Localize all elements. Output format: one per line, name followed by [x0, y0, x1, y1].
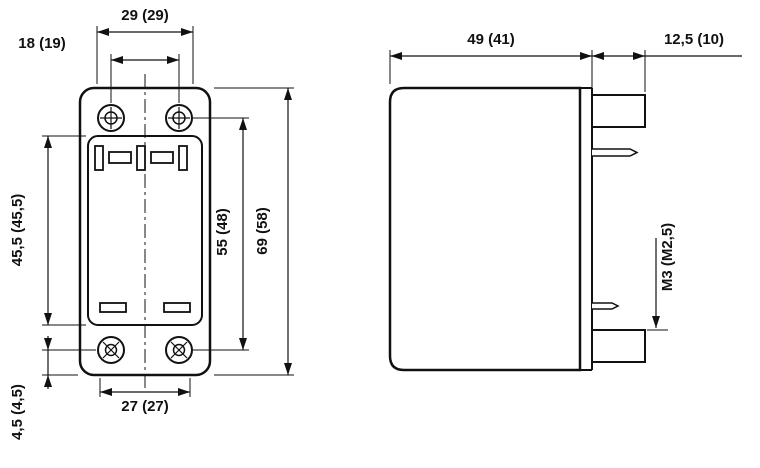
dim-label-recess-height: 45,5 (45,5) [9, 194, 26, 267]
side-view: 49 (41) 12,5 (10) M3 (M2,5) [388, 31, 742, 372]
mounting-screw-top-left [97, 104, 125, 132]
dim-label-vertical-spacing: 55 (48) [214, 208, 231, 256]
mounting-screw-bottom-left [97, 336, 125, 364]
dim-overall-height: 69 (58) [214, 87, 294, 376]
connector-recess [87, 135, 203, 326]
face-edge-caps [580, 87, 592, 371]
terminal-slot [178, 145, 188, 171]
terminal-slot [99, 302, 127, 313]
dim-label-hole-spacing: 18 (19) [18, 35, 66, 52]
side-body-outline [388, 86, 582, 372]
dim-top-width: 29 (29) [96, 7, 194, 84]
solder-pin-top [592, 148, 639, 157]
mounting-screw-top-right [165, 104, 193, 132]
terminal-slot [150, 151, 174, 164]
terminal-slots-top [94, 145, 188, 171]
dim-thread-spec: M3 (M2,5) [647, 223, 676, 331]
terminal-block-top [591, 94, 646, 128]
dim-bottom-offset: 4,5 (4,5) [9, 336, 96, 440]
dim-label-bottom-offset: 4,5 (4,5) [9, 384, 26, 440]
front-view: 29 (29) 18 (19) 45,5 (45,5) 4,5 (4,5) [9, 7, 294, 440]
dim-label-thread: M3 (M2,5) [659, 223, 676, 291]
terminal-slots-bottom [99, 302, 191, 313]
terminal-slot [136, 145, 146, 171]
dim-hole-spacing-horizontal: 18 (19) [18, 35, 180, 103]
terminal-slot [108, 151, 132, 164]
dim-hole-spacing-vertical: 55 (48) [193, 117, 249, 351]
dim-terminal-length: 12,5 (10) [592, 31, 742, 92]
terminal-slot [94, 145, 104, 171]
dim-label-body-depth: 49 (41) [467, 31, 515, 48]
dim-label-terminal-length: 12,5 (10) [664, 31, 724, 48]
dim-bottom-width: 27 (27) [99, 378, 191, 415]
terminal-block-bottom [591, 329, 646, 363]
dim-label-bottom-width: 27 (27) [121, 398, 169, 415]
terminal-slot [163, 302, 191, 313]
mounting-screw-bottom-right [165, 336, 193, 364]
dim-body-depth: 49 (41) [389, 31, 593, 91]
dim-label-top-width: 29 (29) [121, 7, 169, 24]
dim-recess-height: 45,5 (45,5) [9, 135, 86, 326]
solder-pin-bottom [592, 302, 620, 310]
dim-label-overall-height: 69 (58) [254, 207, 271, 255]
